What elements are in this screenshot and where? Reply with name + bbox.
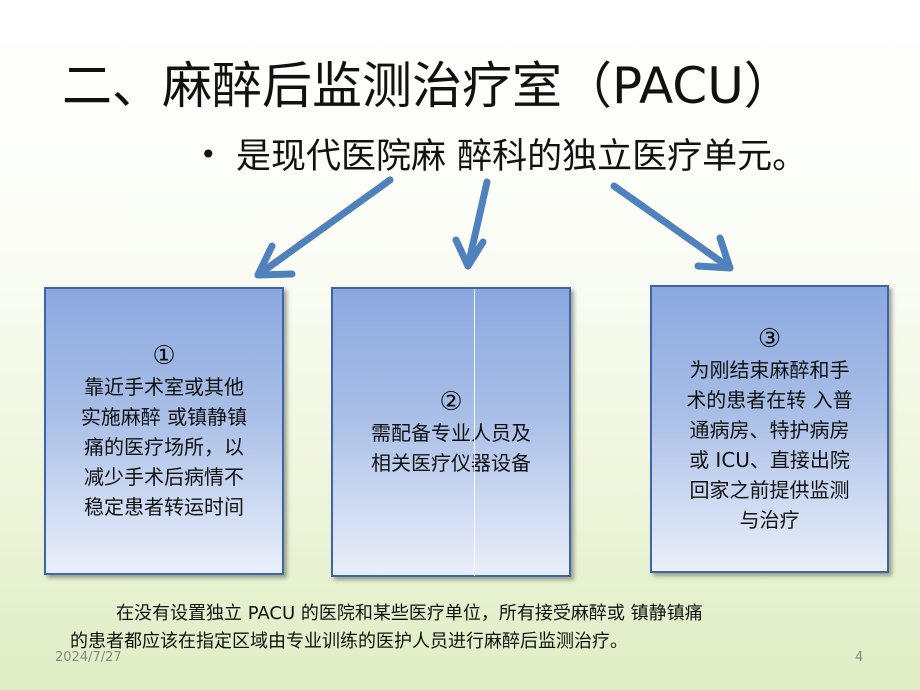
box-line: 痛的医疗场所，以 [84, 435, 244, 459]
footnote-line-1: 在没有设置独立 PACU 的医院和某些医疗单位，所有接受麻醉或 镇静镇痛 [116, 603, 703, 624]
box-line: 减少手术后病情不 [84, 465, 244, 489]
box-line: 需配备专业人员及 [371, 421, 531, 445]
box-line: 实施麻醉 或镇静镇 [80, 405, 248, 429]
box-line: 靠近手术室或其他 [84, 375, 244, 399]
box-line: 或 ICU、直接出院 [689, 448, 850, 472]
slide-title: 二、麻醉后监测治疗室（PACU） [62, 57, 794, 115]
footnote-paragraph: 在没有设置独立 PACU 的医院和某些医疗单位，所有接受麻醉或 镇静镇痛 的患者… [70, 600, 870, 656]
footnote-line-2: 的患者都应该在指定区域由专业训练的医护人员进行麻醉后监测治疗。 [70, 631, 628, 652]
bullet-point: • 是现代医院麻 醉科的独立医疗单元。 [200, 130, 807, 182]
box-line: 为刚结束麻醉和手 [689, 358, 850, 382]
bullet-dot: • [200, 138, 217, 171]
arrow-right [610, 182, 734, 272]
slide-page-number: 4 [855, 650, 864, 665]
box-line: 回家之前提供监测 [689, 478, 850, 502]
box-number: ③ [757, 324, 782, 354]
box-line: 术的患者在转 入普 [686, 388, 853, 412]
box-number: ① [152, 341, 176, 371]
bullet-text: 是现代医院麻 醉科的独立医疗单元。 [236, 137, 808, 177]
arrow-middle [452, 178, 491, 270]
box-divider-line [474, 289, 475, 576]
box-line: 相关医疗仪器设备 [371, 451, 531, 475]
box-line: 通病房、特护病房 [689, 418, 850, 442]
info-box-2: ② 需配备专业人员及 相关医疗仪器设备 [331, 287, 571, 577]
arrow-left [254, 176, 394, 279]
box-line: 稳定患者转运时间 [84, 495, 244, 519]
info-box-3: ③ 为刚结束麻醉和手 术的患者在转 入普 通病房、特护病房 或 ICU、直接出院… [650, 285, 889, 573]
box-number: ② [439, 387, 463, 417]
slide-date: 2024/7/27 [55, 650, 122, 665]
info-box-1: ① 靠近手术室或其他 实施麻醉 或镇静镇 痛的医疗场所，以 减少手术后病情不 稳… [44, 287, 284, 575]
box-line: 与治疗 [739, 508, 800, 532]
